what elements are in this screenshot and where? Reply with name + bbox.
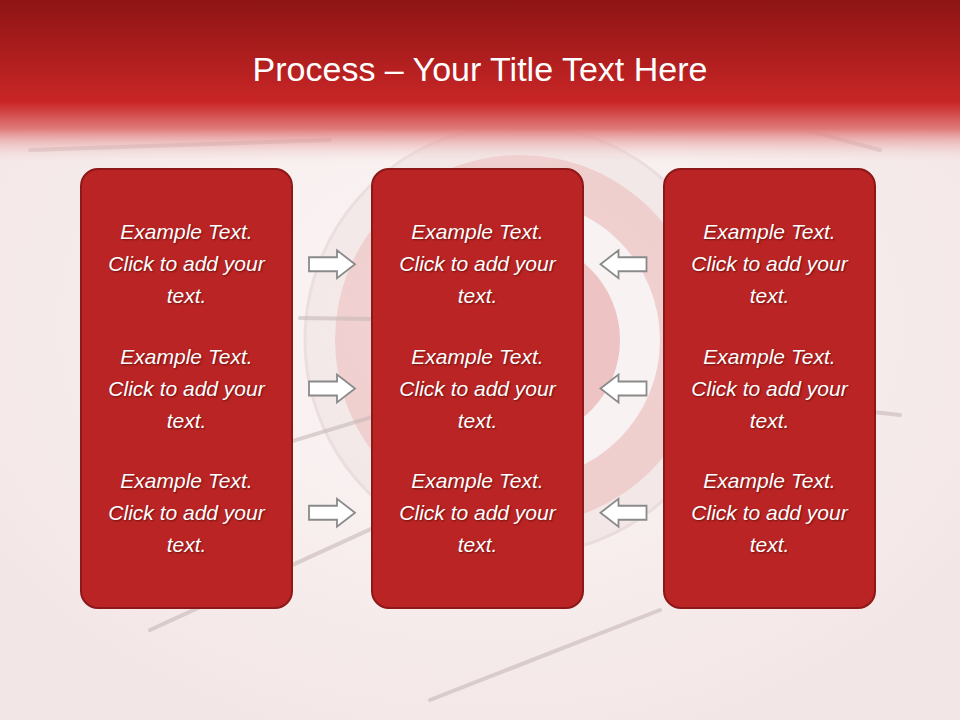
box-text: Example Text. Click to add your text. — [690, 465, 850, 561]
flow-arrow — [601, 250, 647, 278]
box-text: Example Text. Click to add your text. — [398, 465, 558, 561]
slide-title: Process – Your Title Text Here — [0, 50, 960, 89]
box-text: Example Text. Click to add your text. — [690, 216, 850, 312]
box-text: Example Text. Click to add your text. — [107, 341, 267, 437]
flow-arrow — [601, 375, 647, 403]
dart-arrows — [30, 80, 900, 700]
box-text: Example Text. Click to add your text. — [107, 216, 267, 312]
process-box: Example Text. Click to add your text. Exa… — [663, 168, 876, 609]
flow-arrow — [601, 499, 647, 527]
header-band — [0, 0, 960, 165]
process-box: Example Text. Click to add your text. Exa… — [80, 168, 293, 609]
box-text: Example Text. Click to add your text. — [690, 341, 850, 437]
flow-arrow — [309, 250, 355, 278]
flow-arrow — [309, 375, 355, 403]
flow-arrow — [309, 499, 355, 527]
box-text: Example Text. Click to add your text. — [398, 341, 558, 437]
dart — [430, 610, 660, 700]
process-box: Example Text. Click to add your text. Exa… — [371, 168, 584, 609]
box-text: Example Text. Click to add your text. — [398, 216, 558, 312]
box-text: Example Text. Click to add your text. — [107, 465, 267, 561]
